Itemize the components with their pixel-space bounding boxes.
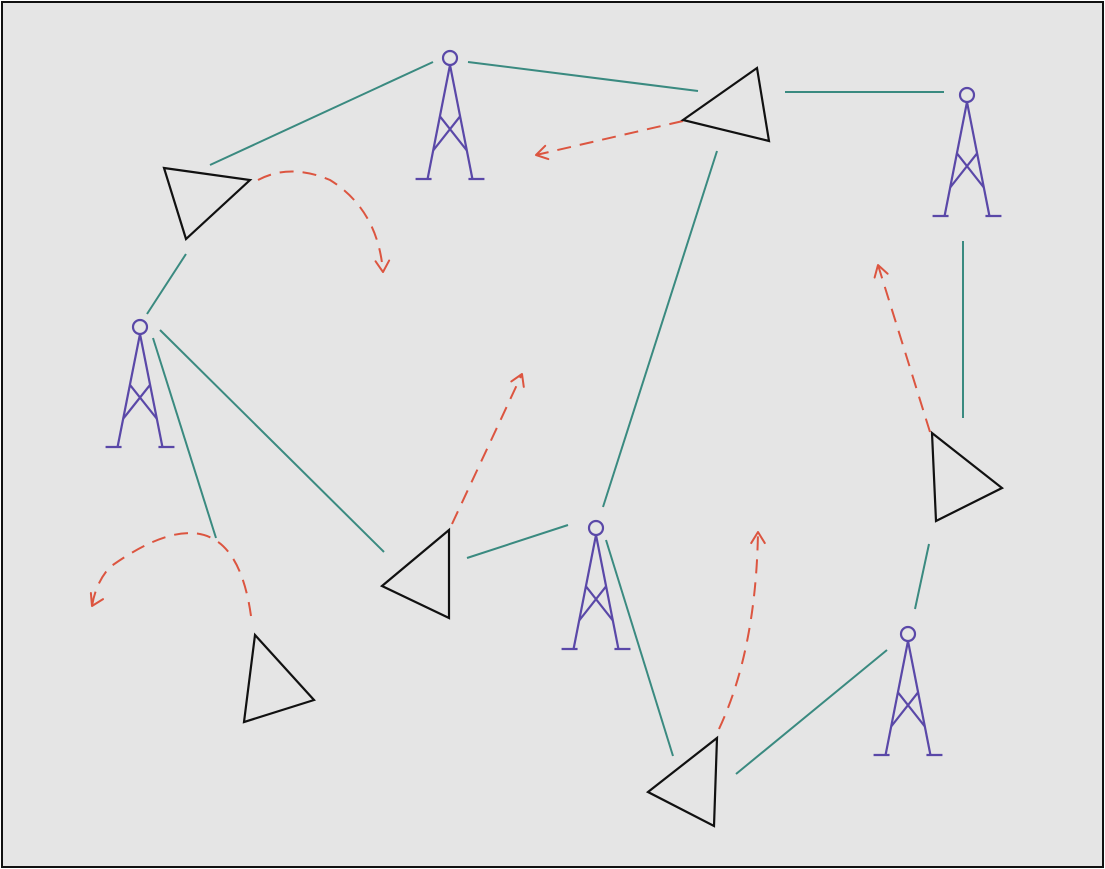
tower-brace [439,115,468,152]
tower-brace [890,691,919,728]
tower-brace [949,152,978,189]
triangle-mobile-node-icon-d4 [645,735,719,828]
tower-brace [129,384,158,420]
tower-brace [432,115,461,152]
link-t5-d6 [467,61,699,92]
triangle-mobile-node-icon-d3 [379,527,451,620]
tower-leg-right [448,64,474,180]
tower-leg-right [594,534,620,650]
tower-brace [585,585,614,622]
tower-leg-left [116,333,142,448]
triangle-mobile-node-icon-d5 [930,430,1005,523]
tower-leg-right [906,640,932,756]
link-d4-t4 [735,649,888,775]
arrowhead-icon [374,259,391,273]
link-t1-d2 [146,253,187,315]
link-t3-d4 [605,539,674,757]
tower-leg-left [884,640,910,756]
transmission-tower-icon-t3 [561,519,631,651]
movement-path [257,170,384,273]
link-t3-d3 [466,524,569,559]
link-d3-t4 [602,150,718,508]
link-t1-d1 [152,337,217,539]
movement-path [91,532,252,617]
movement-arrow-d2 [257,170,391,273]
tower-leg-right [138,333,164,448]
arrowhead-icon [750,531,766,545]
arrowhead-icon [535,144,550,161]
link-d1-t4 [914,543,930,610]
device-layer [162,66,1005,828]
tower-brace [122,384,151,420]
movement-path [877,264,931,433]
transmission-tower-icon-t1 [105,318,175,449]
tower-leg-left [426,64,452,180]
tower-brace [897,691,926,728]
link-t1-t3 [159,329,385,553]
link-layer [146,61,964,775]
transmission-tower-icon-t4 [873,625,943,757]
movement-path [718,531,759,730]
tower-layer [105,49,1002,757]
arrowhead-icon [510,373,525,388]
transmission-tower-icon-t2 [415,49,485,181]
tower-brace [956,152,985,189]
movement-arrow-d1 [89,532,252,617]
movement-arrow-d3 [451,373,525,525]
transmission-tower-icon-t5 [932,86,1002,218]
tower-leg-right [965,101,991,217]
movement-arrow-d4 [535,120,684,161]
movement-path [535,120,684,156]
arrowhead-icon [89,592,105,607]
triangle-mobile-node-icon-d2 [162,166,253,241]
link-d2-t2 [209,61,434,166]
triangle-mobile-node-icon-d1 [242,632,316,724]
movement-layer [89,120,931,730]
tower-brace [578,585,607,622]
tower-leg-left [943,101,969,217]
movement-path [451,373,523,525]
movement-arrow-d6 [718,531,766,730]
tower-leg-left [572,534,598,650]
arrowhead-icon [873,264,889,279]
movement-arrow-d5 [873,264,931,433]
triangle-mobile-node-icon-d6 [680,66,771,143]
